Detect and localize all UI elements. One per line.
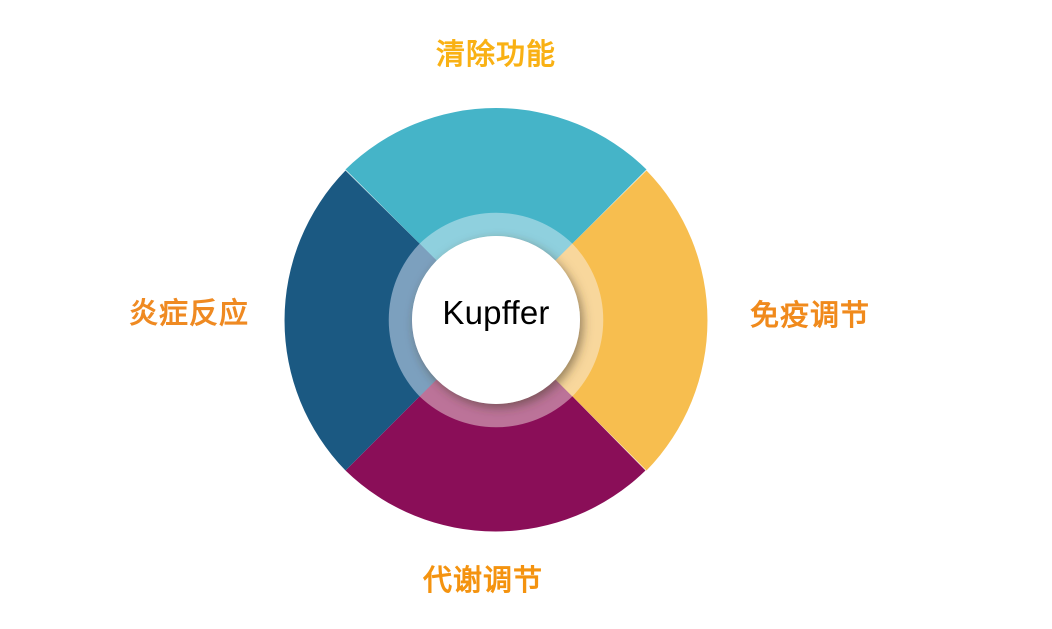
outer-segment-clearance[interactable]: [345, 108, 647, 244]
segment-label-clearance: 清除功能: [435, 37, 557, 71]
segment-label-inflammatory-response: 炎症反应: [128, 296, 250, 330]
outer-segment-metabolic-regulation[interactable]: [345, 396, 646, 532]
segment-label-immune-regulation: 免疫调节: [749, 298, 871, 332]
outer-segment-group: [284, 108, 708, 532]
outer-segment-inflammatory-response[interactable]: [284, 170, 420, 471]
center-circle: [412, 236, 580, 404]
segment-label-metabolic-regulation: 代谢调节: [422, 563, 544, 597]
outer-segment-immune-regulation[interactable]: [572, 170, 708, 471]
